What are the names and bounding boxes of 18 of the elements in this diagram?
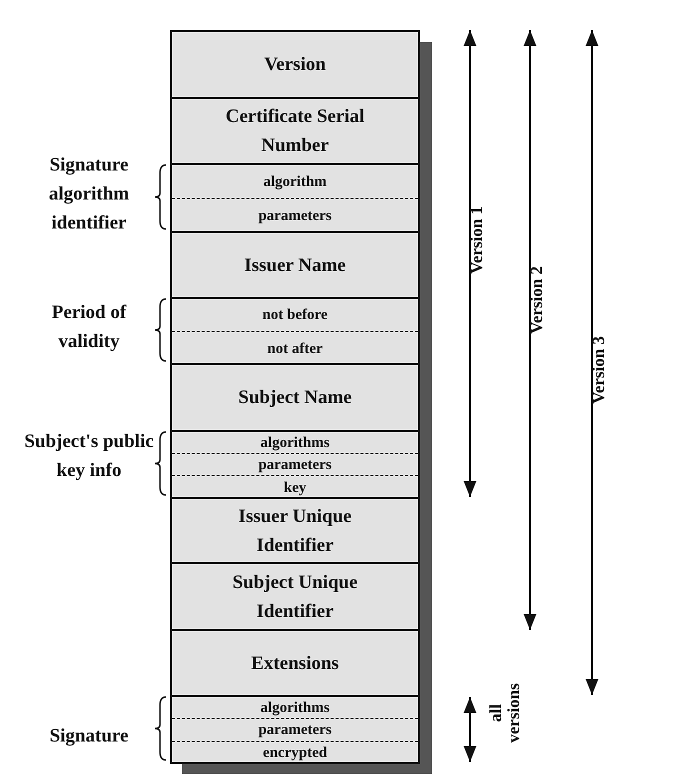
group-heading: Subject's public key info <box>24 430 154 482</box>
field-cell: key <box>172 476 418 499</box>
field-cell: encrypted <box>172 742 418 764</box>
field-cell: not after <box>172 332 418 365</box>
field-cell: algorithms <box>172 432 418 454</box>
version-label: Version 1 <box>468 206 486 274</box>
field-cell: algorithm <box>172 165 418 199</box>
field-cell: algorithms <box>172 697 418 719</box>
group-heading: Signature <box>48 724 130 748</box>
group-heading: Signature algorithm identifier <box>48 154 130 236</box>
version-label: Version 2 <box>528 266 546 334</box>
version-label: all versions <box>487 682 523 745</box>
field-cell: parameters <box>172 719 418 742</box>
version-label: Version 3 <box>590 336 608 404</box>
field-cell: parameters <box>172 199 418 233</box>
field-cell: parameters <box>172 454 418 476</box>
field-cell: not before <box>172 299 418 332</box>
group-heading: Period of validity <box>50 301 128 354</box>
